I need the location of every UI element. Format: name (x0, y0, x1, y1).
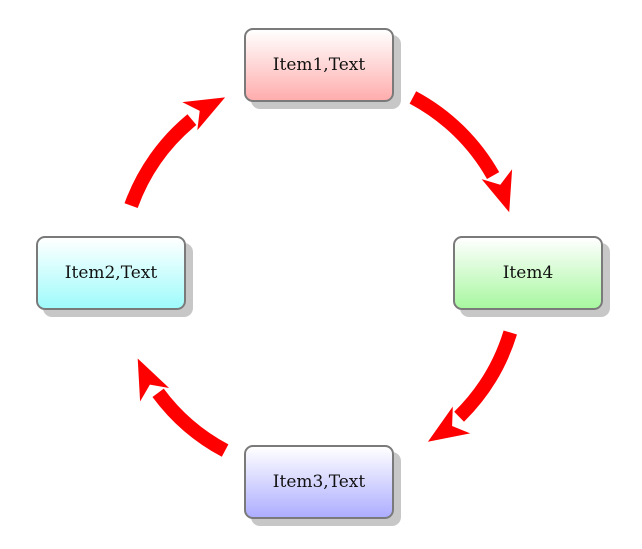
cycle-arrow-head-4 (182, 97, 226, 131)
node-item3-label: Item3,Text (272, 472, 366, 492)
node-item1: Item1,Text (244, 28, 394, 102)
cycle-arrow-head-3 (137, 358, 170, 402)
cycle-arrow-shaft-1 (409, 91, 500, 180)
node-item4-label: Item4 (502, 263, 554, 283)
cycle-arrow-head-1 (481, 169, 513, 213)
node-item3: Item3,Text (244, 445, 394, 519)
node-item1-label: Item1,Text (272, 55, 366, 75)
node-item4: Item4 (453, 236, 603, 310)
cycle-arrow-shaft-3 (152, 388, 229, 457)
node-item2: Item2,Text (36, 236, 186, 310)
node-item2-label: Item2,Text (64, 263, 158, 283)
cycle-arrow-head-2 (427, 406, 471, 442)
cycle-arrow-shaft-2 (454, 330, 517, 422)
cycle-arrow-shaft-4 (124, 114, 197, 209)
